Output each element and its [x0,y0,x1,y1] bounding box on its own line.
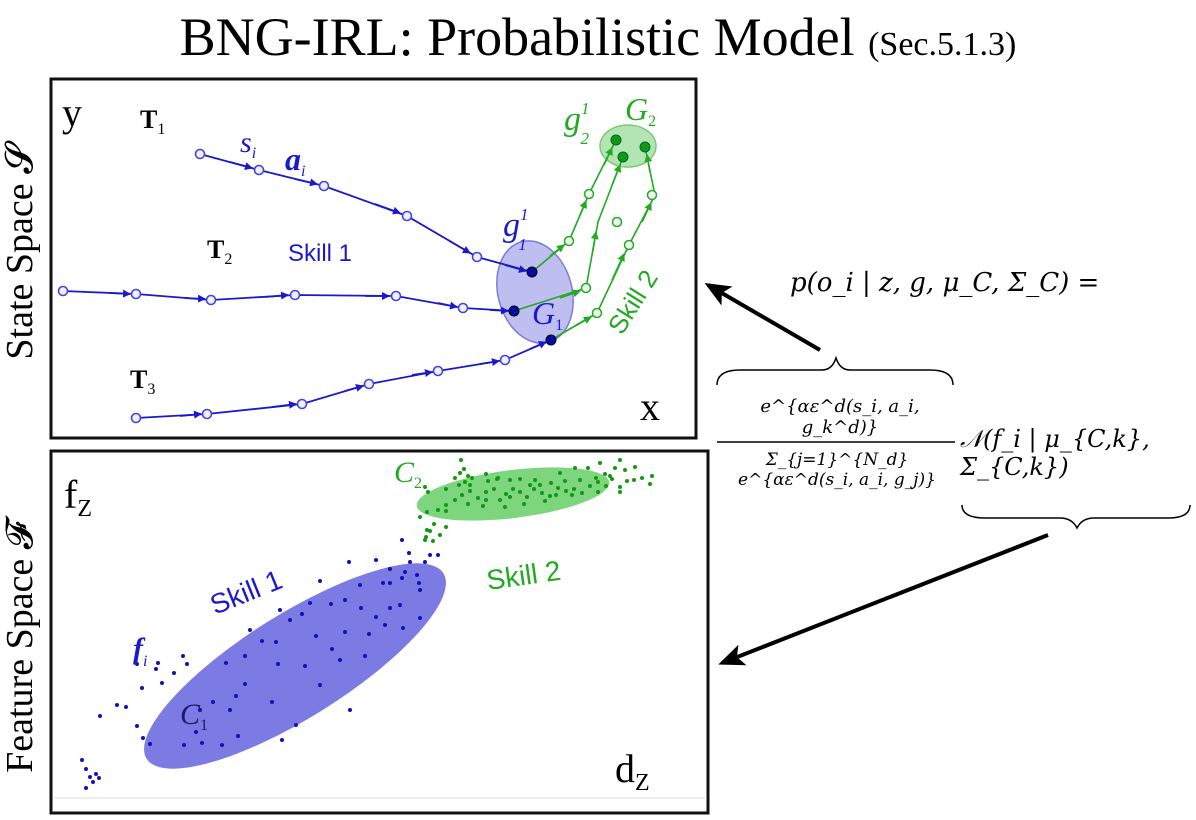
arrow-to-state-space-icon [704,282,822,352]
state-axis-y: y [62,90,82,135]
skill2-points [418,458,654,543]
skill1-label-state: Skill 1 [288,240,352,267]
title-section: (Sec.5.1.3) [868,26,1017,63]
equation-lhs: p(o_i | z, g, μ_C, Σ_C) = [790,268,1100,298]
action-label-ai: ai [285,141,305,180]
state-axis-x: x [640,384,660,429]
skill1-points [80,538,440,790]
state-space-panel: y x T1 T2 T3 [49,77,698,440]
feature-axis-x: dZ [615,746,650,796]
equation-block [704,282,1191,666]
equation-gaussian: 𝒩(f_i | μ_{C,k}, Σ_{C,k}) [960,425,1150,481]
underbrace-icon [961,504,1191,530]
title-main: BNG-IRL: Probabilistic Model [179,7,855,67]
cluster-c1-ellipse [144,563,446,769]
equation-denominator: Σ_{j=1}^{N_d} e^{αε^d(s_i, a_i, g_j)} [738,450,936,490]
equation-numerator: e^{αε^d(s_i, a_i, g_k^d)} [760,396,920,438]
figure-title: BNG-IRL: Probabilistic Model (Sec.5.1.3) [0,2,1196,80]
feature-space-panel: fZ dZ [49,449,710,815]
arrow-to-feature-space-icon [718,533,1049,666]
overbrace-icon [716,355,954,386]
